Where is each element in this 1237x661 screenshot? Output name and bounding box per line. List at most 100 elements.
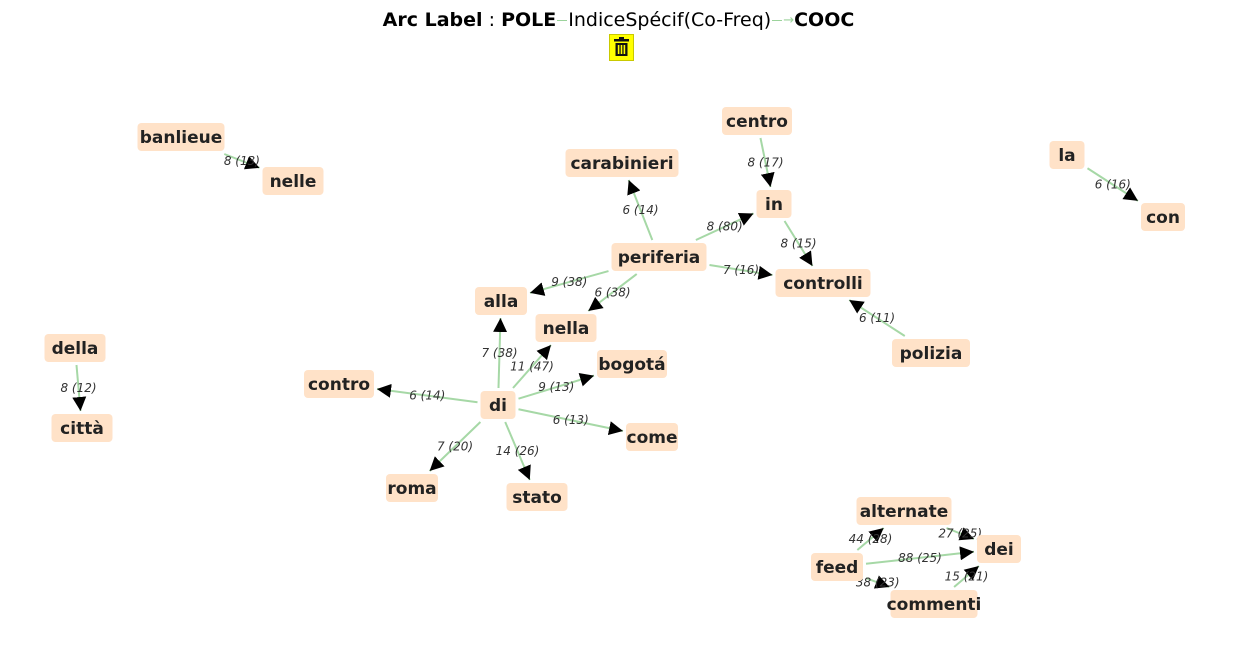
- node-dei[interactable]: dei: [977, 535, 1021, 563]
- node-della[interactable]: della: [44, 334, 106, 362]
- node-di[interactable]: di: [480, 391, 516, 419]
- node-in[interactable]: in: [756, 190, 792, 218]
- node-carabinieri[interactable]: carabinieri: [565, 149, 679, 177]
- node-banlieue[interactable]: banlieue: [137, 123, 225, 151]
- node-label: in: [765, 195, 783, 215]
- edge-alternate-dei[interactable]: 27 (25): [938, 527, 982, 541]
- node-polizia[interactable]: polizia: [892, 339, 970, 367]
- node-box: [480, 391, 516, 419]
- edge-label: 8 (12): [60, 381, 96, 395]
- edge-periferia-nella[interactable]: 6 (38): [587, 273, 638, 312]
- edge-di-contro[interactable]: 6 (14): [376, 383, 478, 404]
- edge-banlieue-nelle[interactable]: 8 (13): [223, 153, 260, 170]
- node-label: bogotá: [598, 355, 665, 375]
- node-label: carabinieri: [570, 154, 673, 174]
- edge-di-roma[interactable]: 7 (20): [428, 421, 482, 472]
- edge-line: [223, 153, 260, 170]
- node-bogota[interactable]: bogotá: [597, 350, 667, 378]
- node-roma[interactable]: roma: [386, 474, 438, 502]
- edge-label: 6 (14): [409, 389, 445, 403]
- edge-line: [504, 421, 531, 481]
- edge-periferia-carabinieri[interactable]: 6 (14): [622, 179, 659, 241]
- node-controlli[interactable]: controlli: [775, 269, 871, 297]
- edge-feed-commenti[interactable]: 38 (23): [856, 575, 900, 590]
- edge-label: 14 (26): [496, 444, 540, 458]
- node-nelle[interactable]: nelle: [262, 167, 324, 195]
- edge-line: [953, 565, 980, 588]
- edge-label: 7 (20): [437, 440, 473, 454]
- node-label: di: [489, 396, 507, 416]
- node-citta[interactable]: città: [51, 414, 113, 442]
- edge-line: [376, 383, 478, 404]
- edge-line: [856, 527, 885, 551]
- edge-label: 7 (38): [481, 346, 517, 360]
- node-feed[interactable]: feed: [811, 553, 863, 581]
- edge-line: [518, 373, 595, 400]
- edge-polizia-controlli[interactable]: 6 (11): [848, 299, 906, 337]
- edge-di-bogota[interactable]: 9 (13): [518, 373, 595, 400]
- node-label: città: [60, 419, 104, 439]
- node-la[interactable]: la: [1049, 141, 1085, 169]
- node-periferia[interactable]: periferia: [611, 243, 707, 271]
- edge-centro-in[interactable]: 8 (17): [747, 137, 784, 188]
- node-box: [1049, 141, 1085, 169]
- edge-line: [512, 344, 552, 389]
- edge-line: [627, 179, 654, 241]
- edge-label: 8 (80): [707, 220, 743, 234]
- edge-label: 38 (23): [856, 576, 900, 590]
- edge-in-controlli[interactable]: 8 (15): [780, 220, 817, 267]
- edge-label: 9 (13): [538, 380, 574, 394]
- edge-della-citta[interactable]: 8 (12): [60, 364, 97, 412]
- node-box: [51, 414, 113, 442]
- edge-feed-alternate[interactable]: 44 (28): [849, 527, 893, 551]
- edge-la-con[interactable]: 6 (16): [1086, 167, 1139, 202]
- node-box: [892, 339, 970, 367]
- edge-di-stato[interactable]: 14 (26): [496, 421, 540, 481]
- node-come[interactable]: come: [626, 423, 678, 451]
- edge-label: 44 (28): [849, 532, 893, 546]
- node-box: [137, 123, 225, 151]
- node-nella[interactable]: nella: [535, 314, 597, 342]
- node-box: [756, 190, 792, 218]
- edge-label: 6 (11): [859, 311, 895, 325]
- node-commenti[interactable]: commenti: [887, 590, 982, 618]
- node-box: [775, 269, 871, 297]
- node-centro[interactable]: centro: [722, 107, 792, 135]
- edge-di-nella[interactable]: 11 (47): [510, 344, 554, 389]
- edge-di-alla[interactable]: 7 (38): [481, 317, 518, 389]
- node-alla[interactable]: alla: [475, 287, 527, 315]
- node-label: con: [1146, 208, 1180, 228]
- edge-periferia-alla[interactable]: 9 (38): [529, 270, 609, 296]
- edge-line: [695, 212, 754, 241]
- edge-feed-dei[interactable]: 88 (25): [865, 546, 975, 565]
- node-stato[interactable]: stato: [506, 483, 568, 511]
- node-box: [890, 590, 978, 618]
- edge-di-come[interactable]: 6 (13): [518, 408, 624, 435]
- legend-metric: IndiceSpécif(Co-Freq): [568, 9, 772, 31]
- node-box: [475, 287, 527, 315]
- node-label: dei: [984, 540, 1014, 560]
- node-con[interactable]: con: [1141, 203, 1185, 231]
- edge-commenti-dei[interactable]: 15 (21): [945, 565, 989, 588]
- node-box: [977, 535, 1021, 563]
- edge-line: [493, 317, 508, 389]
- trash-icon-glyph: [614, 37, 629, 56]
- edge-label: 8 (13): [224, 154, 260, 168]
- edge-line: [587, 273, 638, 312]
- trash-icon[interactable]: [609, 34, 634, 61]
- edge-periferia-in[interactable]: 8 (80): [695, 212, 754, 241]
- node-box: [535, 314, 597, 342]
- node-label: polizia: [900, 344, 963, 364]
- edge-label: 8 (17): [747, 156, 783, 170]
- legend-line-icon: [772, 20, 783, 21]
- legend-colon: :: [488, 9, 496, 31]
- node-label: controlli: [783, 274, 863, 294]
- node-label: feed: [816, 558, 859, 578]
- node-alternate[interactable]: alternate: [856, 497, 952, 525]
- edge-label: 27 (25): [938, 527, 982, 541]
- edge-line: [1086, 167, 1139, 202]
- node-contro[interactable]: contro: [304, 370, 374, 398]
- node-label: nella: [543, 319, 590, 339]
- edge-periferia-controlli[interactable]: 7 (16): [709, 263, 773, 280]
